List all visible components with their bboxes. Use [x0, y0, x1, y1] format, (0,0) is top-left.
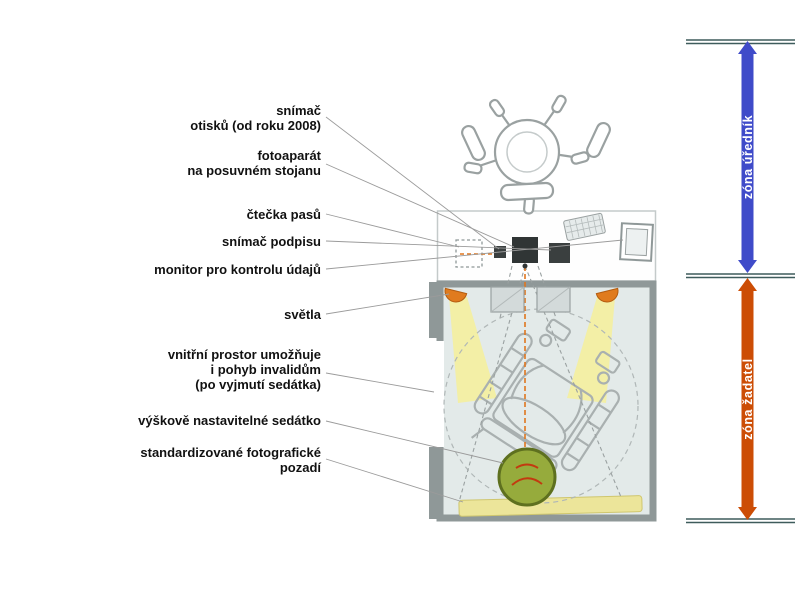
applicant-zone-bar	[738, 278, 757, 520]
keyboard-drawing	[563, 212, 606, 241]
official-zone-bar	[738, 41, 757, 273]
label-photo-background: standardizované fotografické pozadí	[140, 445, 321, 475]
official-zone-label: zóna úředník	[741, 115, 755, 199]
partition-panels	[490, 286, 571, 313]
booth-wall-jog-top	[429, 282, 437, 338]
booth-door-opening	[431, 341, 444, 447]
camera-lens	[522, 263, 528, 269]
label-interior-space: vnitřní prostor umožňuje i pohyb invalid…	[167, 347, 321, 392]
wheelchair-drawing	[470, 318, 621, 486]
office-chair-drawing	[461, 94, 611, 215]
label-connectors	[325, 116, 624, 503]
label-monitor: monitor pro kontrolu údajů	[154, 262, 321, 277]
turning-circle	[443, 308, 639, 504]
dimension-lines	[686, 39, 795, 524]
photo-background-strip	[458, 495, 643, 517]
light-beam-right	[567, 297, 615, 403]
signature-pad-device	[549, 243, 570, 263]
seat-person-marks	[511, 463, 543, 486]
label-camera: fotoaparát na posuvném stojanu	[187, 148, 321, 178]
label-lights: světla	[284, 307, 321, 322]
booth-wall-jog-bottom	[429, 447, 437, 519]
applicant-zone-label: zóna žadatel	[741, 358, 755, 440]
light-fixture-left	[444, 287, 468, 303]
adjustable-seat	[497, 447, 557, 507]
label-fingerprint-scanner: snímač otisků (od roku 2008)	[190, 103, 321, 133]
label-signature-pad: snímač podpisu	[222, 234, 321, 249]
label-adjustable-seat: výškově nastavitelné sedátko	[138, 413, 321, 428]
monitor-drawing	[619, 222, 654, 262]
light-beam-left	[449, 297, 497, 403]
light-fixture-right	[595, 287, 619, 303]
label-passport-reader: čtečka pasů	[246, 207, 321, 222]
